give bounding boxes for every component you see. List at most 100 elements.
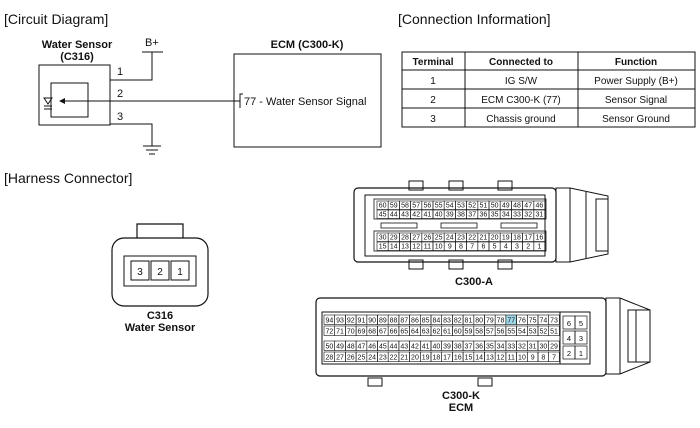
power-wire bbox=[110, 52, 153, 81]
pin-label: 57 bbox=[486, 329, 494, 336]
pin-label: 22 bbox=[468, 235, 476, 242]
pin-label: 26 bbox=[347, 355, 355, 362]
pin-cell bbox=[533, 241, 546, 251]
pin-label: 48 bbox=[513, 203, 521, 210]
pin-label: 82 bbox=[454, 318, 462, 325]
pin-label: 16 bbox=[536, 235, 544, 242]
table-cell: Power Supply (B+) bbox=[594, 76, 678, 87]
pin-label: 51 bbox=[480, 203, 488, 210]
pin-label: 94 bbox=[325, 318, 333, 325]
pin-label: 17 bbox=[524, 235, 532, 242]
pin-label: 43 bbox=[400, 344, 408, 351]
pin-label: 69 bbox=[358, 329, 366, 336]
pin-label: 31 bbox=[529, 344, 537, 351]
pin-label: 91 bbox=[358, 318, 366, 325]
pin-label: 21 bbox=[400, 355, 408, 362]
pin-label: 41 bbox=[424, 212, 432, 219]
bplus-label: B+ bbox=[145, 37, 159, 49]
pin-label: 51 bbox=[550, 329, 558, 336]
pin-label: 1 bbox=[537, 244, 541, 251]
pin-label: 77 bbox=[507, 318, 515, 325]
pin-label: 18 bbox=[432, 355, 440, 362]
pin-label: 43 bbox=[401, 212, 409, 219]
pin-label: 52 bbox=[468, 203, 476, 210]
pin-label: 15 bbox=[379, 244, 387, 251]
pin-label: 3 bbox=[515, 244, 519, 251]
table-header-connected: Connected to bbox=[489, 57, 553, 68]
pin-label: 18 bbox=[513, 235, 521, 242]
side-pin-label: 6 bbox=[567, 319, 571, 328]
pin-label: 68 bbox=[368, 329, 376, 336]
pin-label: 31 bbox=[536, 212, 544, 219]
side-pin-cell bbox=[574, 315, 588, 330]
pin-label: 13 bbox=[401, 244, 409, 251]
pin-label: 32 bbox=[518, 344, 526, 351]
pin-label: 9 bbox=[448, 244, 452, 251]
pin-label: 34 bbox=[502, 212, 510, 219]
pin-label: 40 bbox=[432, 344, 440, 351]
pin-label: 55 bbox=[435, 203, 443, 210]
pin-label: 59 bbox=[390, 203, 398, 210]
pin-label: 35 bbox=[491, 212, 499, 219]
pin-label: 59 bbox=[465, 329, 473, 336]
pin-cell bbox=[548, 351, 560, 362]
table-cell: Sensor Ground bbox=[602, 114, 670, 125]
pin-label: 40 bbox=[435, 212, 443, 219]
pin-label: 29 bbox=[390, 235, 398, 242]
pin-label: 56 bbox=[497, 329, 505, 336]
pin-label: 12 bbox=[412, 244, 420, 251]
pin-label: 38 bbox=[454, 344, 462, 351]
ground-icon bbox=[143, 145, 161, 155]
pin-label: 93 bbox=[336, 318, 344, 325]
connection-table: Terminal Connected to Function 1 IG S/W … bbox=[401, 51, 696, 128]
pin-label: 46 bbox=[368, 344, 376, 351]
pin-label: 65 bbox=[400, 329, 408, 336]
c316-pin: 2 bbox=[157, 267, 163, 278]
pin-label: 13 bbox=[486, 355, 494, 362]
pin-label: 20 bbox=[411, 355, 419, 362]
water-sensor-symbol bbox=[43, 97, 53, 110]
table-cell: 3 bbox=[430, 114, 436, 125]
pin-label: 25 bbox=[435, 235, 443, 242]
pin-label: 7 bbox=[552, 355, 556, 362]
pin-label-2: 2 bbox=[117, 88, 123, 100]
pin-label: 39 bbox=[443, 344, 451, 351]
table-cell: Sensor Signal bbox=[605, 95, 667, 106]
c300k-label: C300-K bbox=[442, 390, 480, 402]
pin-label: 14 bbox=[475, 355, 483, 362]
pin-label: 49 bbox=[336, 344, 344, 351]
pin-label: 16 bbox=[454, 355, 462, 362]
pin-label: 35 bbox=[486, 344, 494, 351]
pin-label: 25 bbox=[358, 355, 366, 362]
pin-label: 30 bbox=[379, 235, 387, 242]
pin-label: 11 bbox=[424, 244, 431, 251]
pin-label: 33 bbox=[507, 344, 515, 351]
c300k-sublabel: ECM bbox=[449, 402, 473, 414]
pin-label: 36 bbox=[475, 344, 483, 351]
pin-label: 28 bbox=[325, 355, 333, 362]
pin-label: 58 bbox=[475, 329, 483, 336]
pin-label: 79 bbox=[486, 318, 494, 325]
pin-label: 88 bbox=[390, 318, 398, 325]
pin-label: 27 bbox=[336, 355, 344, 362]
ecm-title: ECM (C300-K) bbox=[271, 39, 344, 51]
pin-cell bbox=[548, 325, 560, 336]
pin-label: 36 bbox=[480, 212, 488, 219]
pin-label: 60 bbox=[379, 203, 387, 210]
pin-label: 29 bbox=[550, 344, 558, 351]
circuit-diagram-heading: [Circuit Diagram] bbox=[4, 11, 108, 27]
pin-label: 6 bbox=[481, 244, 485, 251]
side-pin-label: 5 bbox=[579, 319, 583, 328]
sensor-code: (C316) bbox=[60, 51, 94, 63]
pin-label: 70 bbox=[347, 329, 355, 336]
pin-label: 54 bbox=[446, 203, 454, 210]
pin-label-3: 3 bbox=[117, 111, 123, 123]
c316-sublabel: Water Sensor bbox=[125, 322, 196, 334]
pin-label: 63 bbox=[422, 329, 430, 336]
pin-label: 61 bbox=[443, 329, 451, 336]
signal-arrow-icon bbox=[59, 98, 65, 104]
pin-label: 87 bbox=[400, 318, 408, 325]
ecm-box bbox=[233, 53, 382, 148]
side-pin-label: 1 bbox=[579, 349, 583, 358]
